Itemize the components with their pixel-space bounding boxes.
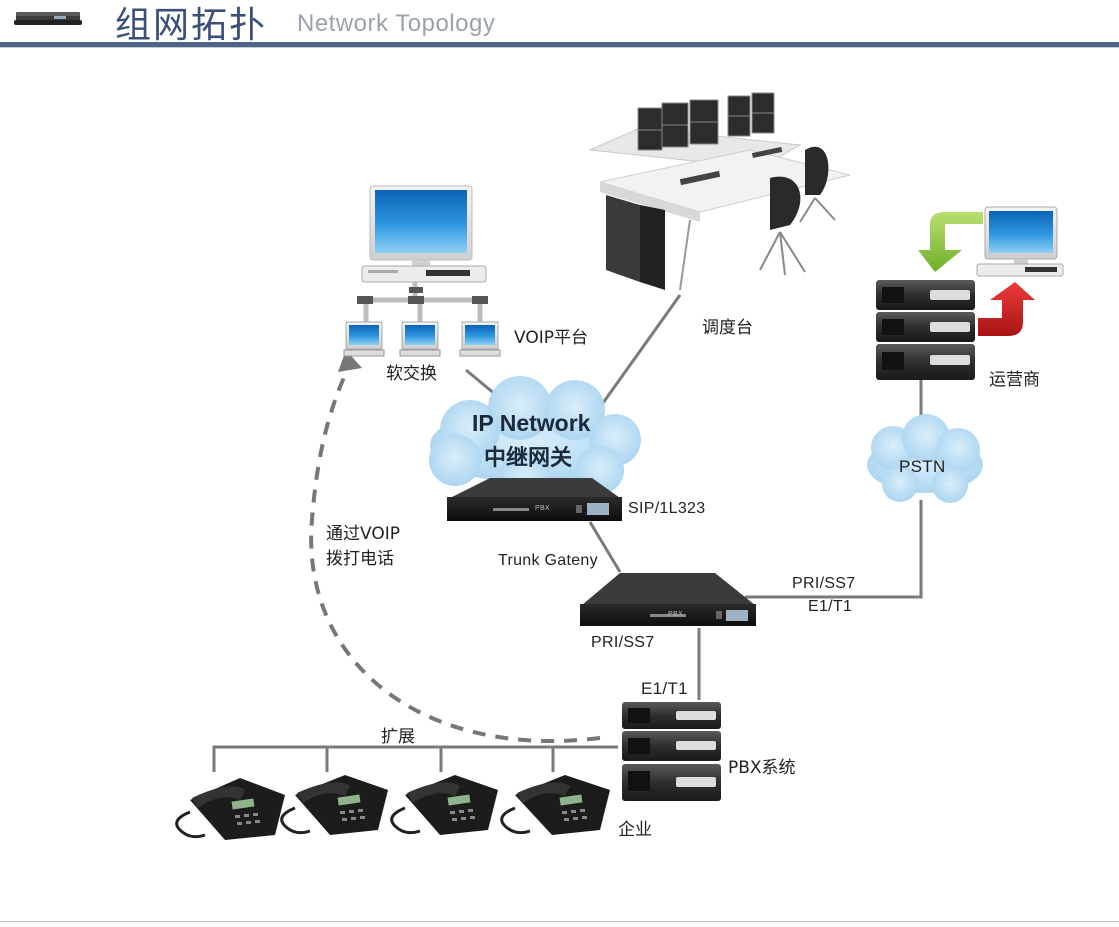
pstn-label: PSTN	[899, 457, 946, 476]
softswitch-computer-icon	[361, 185, 487, 283]
softswitch-label: 软交换	[386, 364, 437, 384]
sip-h323-label: SIP/1L323	[628, 500, 706, 517]
pri-ss7-bottom-label: PRI/SS7	[591, 634, 655, 651]
footer-divider	[0, 921, 1119, 922]
ip-phone-1	[175, 778, 285, 840]
dispatch-console-icon	[588, 92, 851, 291]
ip-phone-2	[280, 775, 388, 835]
extension-label: 扩展	[381, 727, 415, 747]
pbx-system-label: PBX系统	[728, 758, 796, 778]
header-divider	[0, 42, 1119, 47]
device-header-icon	[14, 12, 82, 25]
ip-phone-3	[390, 775, 498, 835]
green-arrow-icon	[918, 212, 983, 272]
link-pbx-extensions	[212, 745, 618, 772]
ip-phone-icons	[175, 775, 610, 840]
e1-t1-right-label: E1/T1	[808, 598, 853, 615]
gateway-brand-label: PBX	[535, 505, 550, 512]
pbx-gateway-device-icon	[580, 573, 756, 626]
enterprise-label: 企业	[618, 820, 652, 840]
pri-ss7-right-label: PRI/SS7	[792, 575, 856, 592]
voip-call-arrow	[309, 359, 601, 744]
operator-pc-icon	[976, 206, 1064, 277]
voip-call-label-line1: 通过VOIP	[326, 524, 400, 544]
trunk-gateway-cn-label: 中继网关	[484, 446, 573, 471]
client-pc-icons	[343, 321, 501, 357]
link-gateway-trunk	[588, 521, 622, 573]
pbx-server-icon	[622, 702, 721, 801]
link-trunk-pstn	[745, 500, 923, 599]
trunk-gateway-en-label: Trunk Gateny	[498, 552, 598, 569]
header-divider-shadow	[0, 47, 1119, 48]
dispatch-console-label: 调度台	[702, 318, 753, 338]
operator-label: 运营商	[989, 370, 1040, 390]
voip-call-label-line2: 拨打电话	[326, 549, 394, 569]
lan-hubs	[357, 287, 488, 304]
link-console-ipnetwork	[596, 294, 682, 411]
page-title: 组网拓扑	[115, 5, 268, 46]
ip-network-label: IP Network	[472, 410, 591, 436]
pbx-gateway-brand-label: PBX	[668, 611, 683, 618]
operator-server-icon	[876, 280, 975, 380]
page-subtitle: Network Topology	[297, 10, 496, 37]
ip-network-cloud	[429, 376, 641, 504]
connection-lines	[212, 294, 923, 772]
pstn-cloud	[867, 414, 983, 503]
ip-phone-4	[500, 775, 610, 835]
trunk-gateway-device-icon	[447, 478, 622, 521]
e1-t1-bottom-label: E1/T1	[641, 679, 688, 698]
red-arrow-icon	[978, 282, 1035, 336]
voip-platform-label: VOIP平台	[514, 328, 588, 348]
